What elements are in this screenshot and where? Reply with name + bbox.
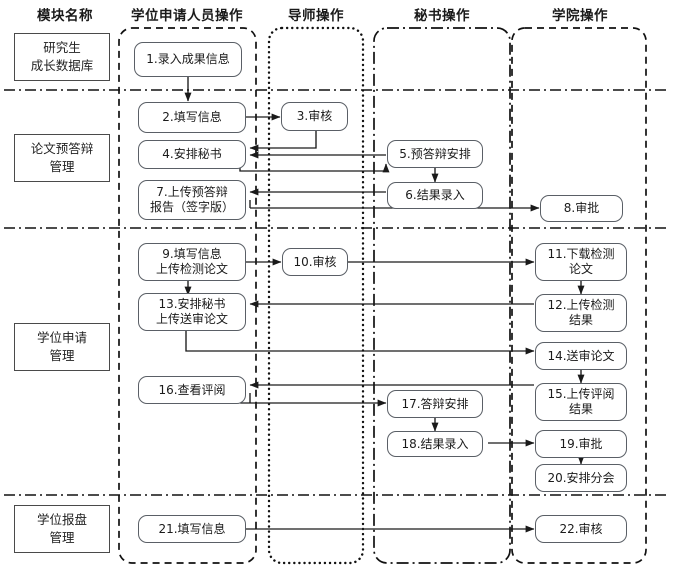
lane-applicant <box>118 27 257 564</box>
column-header-college: 学院操作 <box>552 8 608 24</box>
module-label-line: 学位报盘 <box>36 511 87 527</box>
node-label: 上传检测论文 <box>155 262 228 276</box>
column-header-advisor: 导师操作 <box>288 8 344 24</box>
node-label: 17.答辩安排 <box>401 396 469 411</box>
node-label: 10.审核 <box>293 254 337 269</box>
module-label-line: 论文预答辩 <box>30 140 94 156</box>
module-box-predefense: 论文预答辩 管理 <box>14 134 110 182</box>
node-21-fill-info[interactable]: 21.填写信息 <box>138 515 246 543</box>
module-box-degree-quote: 学位报盘 管理 <box>14 505 110 553</box>
node-label: 论文 <box>568 262 593 276</box>
node-12-upload-detection-result[interactable]: 12.上传检测 结果 <box>535 294 627 332</box>
node-7-upload-predefense-report[interactable]: 7.上传预答辩 报告（签字版） <box>138 180 246 220</box>
node-label: 6.结果录入 <box>405 188 465 203</box>
module-label-line: 管理 <box>49 159 75 174</box>
node-3-review[interactable]: 3.审核 <box>281 102 348 131</box>
node-1-record-achievement[interactable]: 1.录入成果信息 <box>134 42 242 77</box>
node-18-result-entry[interactable]: 18.结果录入 <box>387 431 483 457</box>
node-2-fill-info[interactable]: 2.填写信息 <box>138 102 246 133</box>
node-15-upload-review-result[interactable]: 15.上传评阅 结果 <box>535 383 627 421</box>
node-20-arrange-subcommittee[interactable]: 20.安排分会 <box>535 464 627 492</box>
module-label-line: 管理 <box>49 530 75 545</box>
node-10-review[interactable]: 10.审核 <box>282 248 348 276</box>
node-label: 16.查看评阅 <box>158 382 226 397</box>
node-17-defense-arrangement[interactable]: 17.答辩安排 <box>387 390 483 418</box>
node-label: 22.审核 <box>559 521 603 536</box>
node-label: 4.安排秘书 <box>162 147 222 162</box>
node-label: 14.送审论文 <box>547 348 615 363</box>
flow-3-4 <box>249 131 317 152</box>
node-label: 结果 <box>568 402 593 416</box>
node-label: 11.下载检测 <box>547 246 615 261</box>
node-label: 18.结果录入 <box>401 436 469 451</box>
module-label-line: 研究生 <box>43 39 81 55</box>
node-14-send-thesis-for-review[interactable]: 14.送审论文 <box>535 342 627 370</box>
node-16-view-review[interactable]: 16.查看评阅 <box>138 376 246 404</box>
node-label: 1.录入成果信息 <box>146 52 230 67</box>
node-9-fill-info-upload-thesis[interactable]: 9.填写信息 上传检测论文 <box>138 243 246 281</box>
node-label: 9.填写信息 <box>162 246 222 261</box>
lane-college <box>511 27 647 564</box>
node-label: 13.安排秘书 <box>158 296 226 311</box>
node-label: 5.预答辩安排 <box>399 146 471 161</box>
node-label: 报告（签字版） <box>149 200 234 214</box>
module-label-line: 学位申请 <box>36 329 87 345</box>
node-label: 12.上传检测 <box>547 297 615 312</box>
node-label: 3.审核 <box>296 109 333 124</box>
flow-4-5 <box>239 163 390 173</box>
node-19-approval[interactable]: 19.审批 <box>535 430 627 458</box>
module-label-line: 成长数据库 <box>30 58 94 73</box>
flow-13-14 <box>185 331 535 355</box>
node-4-assign-secretary[interactable]: 4.安排秘书 <box>138 140 246 169</box>
lane-advisor <box>267 26 365 565</box>
node-label: 结果 <box>568 313 593 327</box>
module-box-grad-db: 研究生 成长数据库 <box>14 33 110 81</box>
node-label: 19.审批 <box>559 436 603 451</box>
column-header-secretary: 秘书操作 <box>414 8 470 24</box>
node-label: 15.上传评阅 <box>547 386 615 401</box>
node-6-result-entry[interactable]: 6.结果录入 <box>387 182 483 209</box>
column-header-module: 模块名称 <box>37 8 93 24</box>
node-label: 20.安排分会 <box>547 470 615 485</box>
node-11-download-detection-thesis[interactable]: 11.下载检测 论文 <box>535 243 627 281</box>
node-5-predefense-arrangement[interactable]: 5.预答辩安排 <box>387 140 483 168</box>
module-label-line: 管理 <box>49 348 75 363</box>
node-label: 8.审批 <box>563 201 600 216</box>
node-22-review[interactable]: 22.审核 <box>535 515 627 543</box>
lane-secretary <box>373 27 511 564</box>
node-8-approval[interactable]: 8.审批 <box>540 195 623 222</box>
column-header-applicant: 学位申请人员操作 <box>131 8 243 24</box>
module-box-degree-apply: 学位申请 管理 <box>14 323 110 371</box>
node-label: 7.上传预答辩 <box>156 184 228 199</box>
node-13-assign-secretary-upload-review-thesis[interactable]: 13.安排秘书 上传送审论文 <box>138 293 246 331</box>
node-label: 2.填写信息 <box>162 110 222 125</box>
node-label: 21.填写信息 <box>158 521 226 536</box>
node-label: 上传送审论文 <box>155 312 228 326</box>
